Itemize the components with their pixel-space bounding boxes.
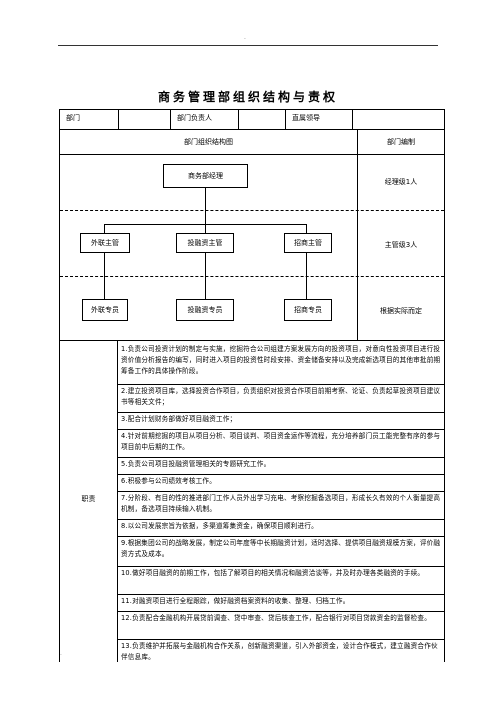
duty-item: 6.积极参与公司绩效考核工作。 [121, 477, 217, 485]
org-box-supervisor: 投融资主管 [176, 233, 234, 253]
duty-item: 4.针对前期挖掘的项目从项目分析、项目谈判、项目资金运作等流程，充分培养部门员工… [121, 432, 441, 451]
duty-item: 5.负责公司项目投融资管理相关的专题研究工作。 [121, 460, 271, 468]
dept-label: 部门 [66, 114, 80, 122]
header-rule [58, 45, 438, 46]
row-divider [117, 611, 445, 612]
head-label: 部门负责人 [177, 114, 212, 122]
row-divider [59, 340, 445, 341]
row-divider [117, 536, 445, 537]
duty-item: 3.配合计划财务部做好项目融资工作； [121, 415, 237, 423]
row-divider [117, 566, 445, 567]
org-box-specialist: 外联专员 [82, 299, 128, 321]
footer-mark: · [60, 652, 62, 659]
org-connector [205, 188, 206, 224]
duty-item: 13.负责维护并拓展与金融机构合作关系，创新融资渠道，引入外部资金，设计合作模式… [121, 642, 438, 661]
row-divider [59, 129, 445, 130]
duty-item: 8.以公司发展宗旨为依据，多渠道筹集资金，确保项目顺利进行。 [121, 522, 318, 530]
tier-separator [60, 210, 444, 211]
superior-label: 直属领导 [292, 114, 320, 122]
duty-item: 11.对融资项目进行全程跟踪，做好融资档案资料的收集、整理、归档工作。 [121, 597, 350, 605]
org-box-specialist: 招商专员 [284, 299, 332, 321]
col-divider [352, 109, 353, 129]
staffing-label: 部门编制 [387, 138, 415, 146]
tier-separator [60, 276, 444, 277]
duty-item: 9.根据集团公司的战略发展，制定公司年度等中长期融资计划，适时选择、提供项目融资… [121, 539, 441, 558]
org-connector [104, 224, 105, 233]
staffing-manager: 经理级1人 [384, 178, 418, 186]
row-divider [117, 457, 445, 458]
org-connector [104, 253, 105, 299]
org-box-supervisor: 外联主管 [80, 233, 130, 253]
org-connector [306, 253, 307, 299]
document-title: 商务管理部组织结构与责权 [157, 90, 338, 104]
header-dot: · [244, 36, 246, 43]
row-divider [117, 639, 445, 640]
col-divider [118, 109, 119, 129]
row-divider [117, 412, 445, 413]
org-box-manager: 商务部经理 [163, 164, 248, 188]
table-border-left [59, 109, 60, 662]
duty-item: 1.负责公司投资计划的制定与实施，挖掘符合公司组建方案发展方向的投资项目，对意向… [121, 345, 441, 375]
staffing-supervisor: 主管级3人 [384, 241, 418, 249]
row-divider [117, 474, 445, 475]
table-border-top [59, 109, 445, 110]
col-divider [357, 129, 358, 340]
col-divider [285, 109, 286, 129]
org-box-supervisor: 招商主管 [284, 233, 332, 253]
row-divider [117, 384, 445, 385]
org-connector [306, 224, 307, 233]
duties-label: 职责 [81, 495, 96, 503]
col-divider [238, 109, 239, 129]
org-connector [205, 253, 206, 299]
col-divider [170, 109, 171, 129]
row-divider [117, 594, 445, 595]
row-divider [117, 491, 445, 492]
org-box-specialist: 投融资专员 [176, 299, 234, 321]
staffing-specialist: 根据实际而定 [380, 307, 422, 315]
org-connector [205, 224, 206, 233]
duty-item: 10.做好项目融资的前期工作，包括了解项目的相关情况和融资洽谈等，并及时办理各类… [121, 569, 425, 577]
org-chart-label: 部门组织结构图 [184, 138, 233, 146]
row-divider [59, 154, 445, 155]
row-divider [117, 429, 445, 430]
duty-item: 2.建立投资项目库，选择投资合作项目，负责组织对投资合作项目前期考察、论证、负责… [121, 387, 441, 406]
duty-item: 7.分阶段、有目的性的推进部门工作人员外出学习充电、考察挖掘备选项目，形成长久有… [121, 494, 441, 513]
row-divider [117, 519, 445, 520]
table-border-right [444, 109, 445, 662]
duty-item: 12.负责配合金融机构开展贷前调查、贷中审查、贷后核查工作，配合银行对项目贷款资… [121, 614, 432, 622]
col-divider [117, 340, 118, 662]
